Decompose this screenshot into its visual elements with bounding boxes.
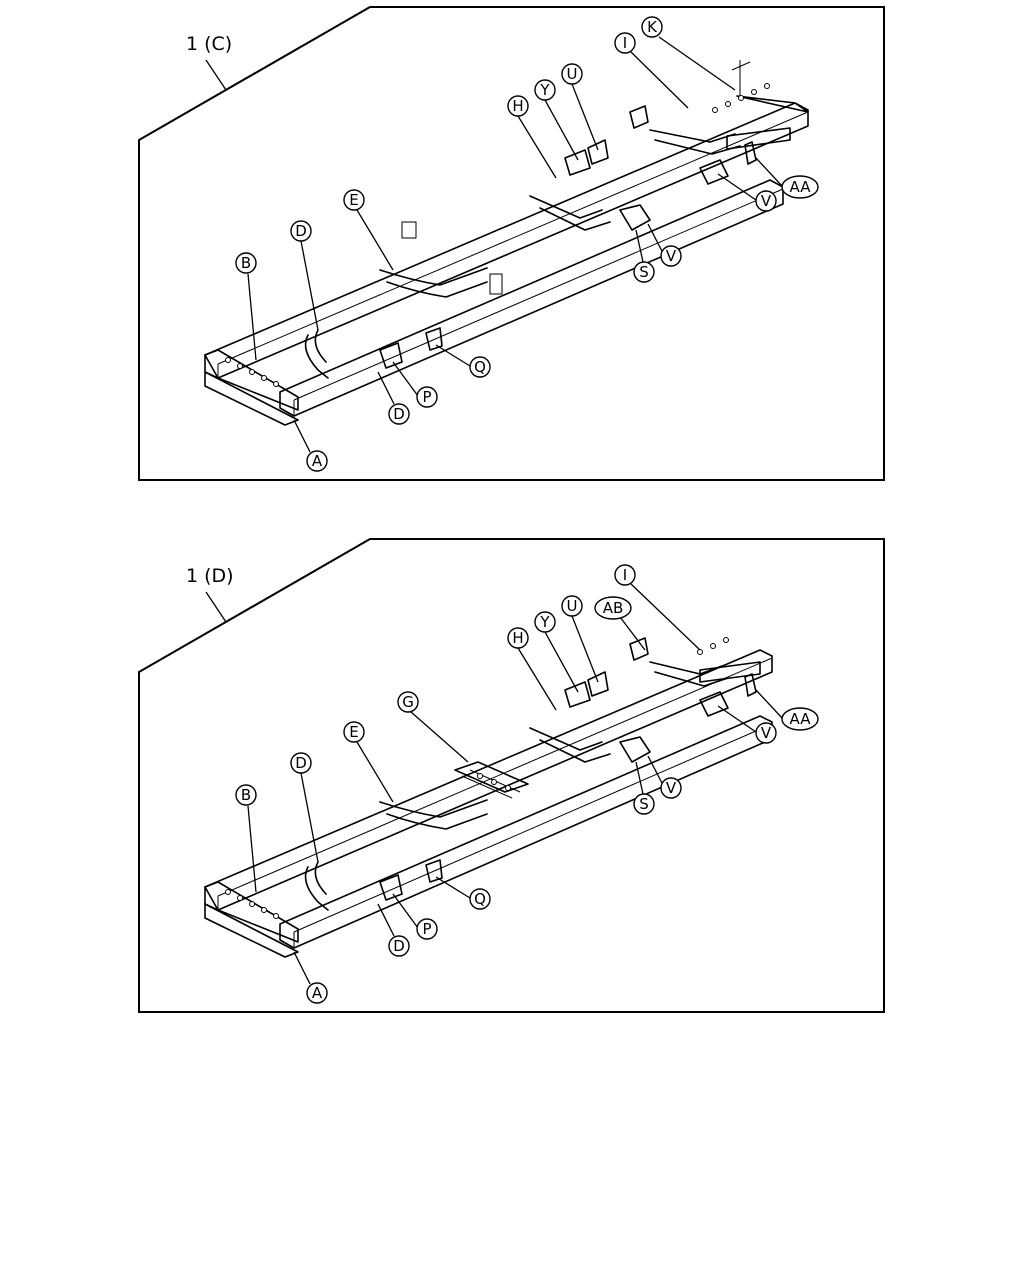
- svg-text:D: D: [295, 222, 307, 240]
- panel-d: 1 (D): [138, 538, 885, 1013]
- svg-text:I: I: [623, 34, 627, 52]
- svg-text:E: E: [349, 723, 358, 741]
- svg-text:D: D: [393, 937, 405, 955]
- callout-i: I: [614, 32, 636, 54]
- panel-d-leaders: [247, 583, 784, 985]
- svg-text:D: D: [295, 754, 307, 772]
- svg-text:AA: AA: [790, 178, 812, 196]
- callout-v-2-d: V: [660, 777, 682, 799]
- panel-c-title-leader: [205, 59, 227, 91]
- svg-text:K: K: [647, 18, 658, 36]
- callout-v-1: V: [755, 190, 777, 212]
- callout-k: K: [641, 16, 663, 38]
- callout-a-d: A: [306, 982, 328, 1004]
- svg-text:Y: Y: [539, 81, 550, 99]
- svg-text:U: U: [567, 65, 578, 83]
- svg-text:B: B: [241, 254, 251, 272]
- svg-text:S: S: [639, 795, 649, 813]
- panel-c-leaders: [247, 36, 784, 453]
- panel-c-frame: [138, 6, 885, 481]
- callout-v-1-d: V: [755, 722, 777, 744]
- svg-text:H: H: [512, 97, 523, 115]
- callout-q: Q: [469, 356, 491, 378]
- callout-h-d: H: [507, 627, 529, 649]
- svg-text:Y: Y: [539, 613, 550, 631]
- callout-i-d: I: [614, 564, 636, 586]
- callout-u-d: U: [561, 595, 583, 617]
- callout-e: E: [343, 189, 365, 211]
- svg-text:G: G: [402, 693, 414, 711]
- svg-text:V: V: [666, 247, 677, 265]
- callout-v-2: V: [660, 245, 682, 267]
- panel-d-frame: [138, 538, 885, 1013]
- svg-text:H: H: [512, 629, 523, 647]
- callout-d: D: [290, 220, 312, 242]
- chassis-frame-c: [204, 60, 809, 426]
- callout-a: A: [306, 450, 328, 472]
- svg-text:E: E: [349, 191, 358, 209]
- callout-g: G: [397, 691, 419, 713]
- callout-ab: AB: [594, 596, 632, 620]
- callout-p-d: P: [416, 918, 438, 940]
- panel-d-title: 1 (D): [186, 565, 234, 587]
- callout-h: H: [507, 95, 529, 117]
- callout-s-d: S: [633, 793, 655, 815]
- callout-b-d: B: [235, 784, 257, 806]
- callout-e-d: E: [343, 721, 365, 743]
- callout-s: S: [633, 261, 655, 283]
- svg-text:Q: Q: [474, 358, 486, 376]
- svg-text:AA: AA: [790, 710, 812, 728]
- callout-aa-d: AA: [781, 707, 819, 731]
- callout-y: Y: [534, 79, 556, 101]
- svg-text:V: V: [666, 779, 677, 797]
- chassis-frame-d: [204, 637, 773, 958]
- panel-d-title-leader: [205, 591, 227, 623]
- svg-text:I: I: [623, 566, 627, 584]
- callout-b: B: [235, 252, 257, 274]
- panel-c-title: 1 (C): [186, 33, 232, 55]
- svg-text:V: V: [761, 724, 772, 742]
- panel-c: 1 (C): [138, 6, 885, 481]
- callout-y-d: Y: [534, 611, 556, 633]
- svg-text:A: A: [312, 452, 323, 470]
- callout-d-2: D: [388, 403, 410, 425]
- callout-aa: AA: [781, 175, 819, 199]
- svg-text:P: P: [422, 388, 431, 406]
- svg-text:A: A: [312, 984, 323, 1002]
- callout-d-2-d: D: [388, 935, 410, 957]
- svg-text:Q: Q: [474, 890, 486, 908]
- svg-text:D: D: [393, 405, 405, 423]
- svg-text:B: B: [241, 786, 251, 804]
- svg-text:U: U: [567, 597, 578, 615]
- svg-text:AB: AB: [603, 599, 624, 617]
- svg-text:V: V: [761, 192, 772, 210]
- callout-d-d: D: [290, 752, 312, 774]
- svg-text:S: S: [639, 263, 649, 281]
- callout-u: U: [561, 63, 583, 85]
- callout-p: P: [416, 386, 438, 408]
- callout-q-d: Q: [469, 888, 491, 910]
- svg-text:P: P: [422, 920, 431, 938]
